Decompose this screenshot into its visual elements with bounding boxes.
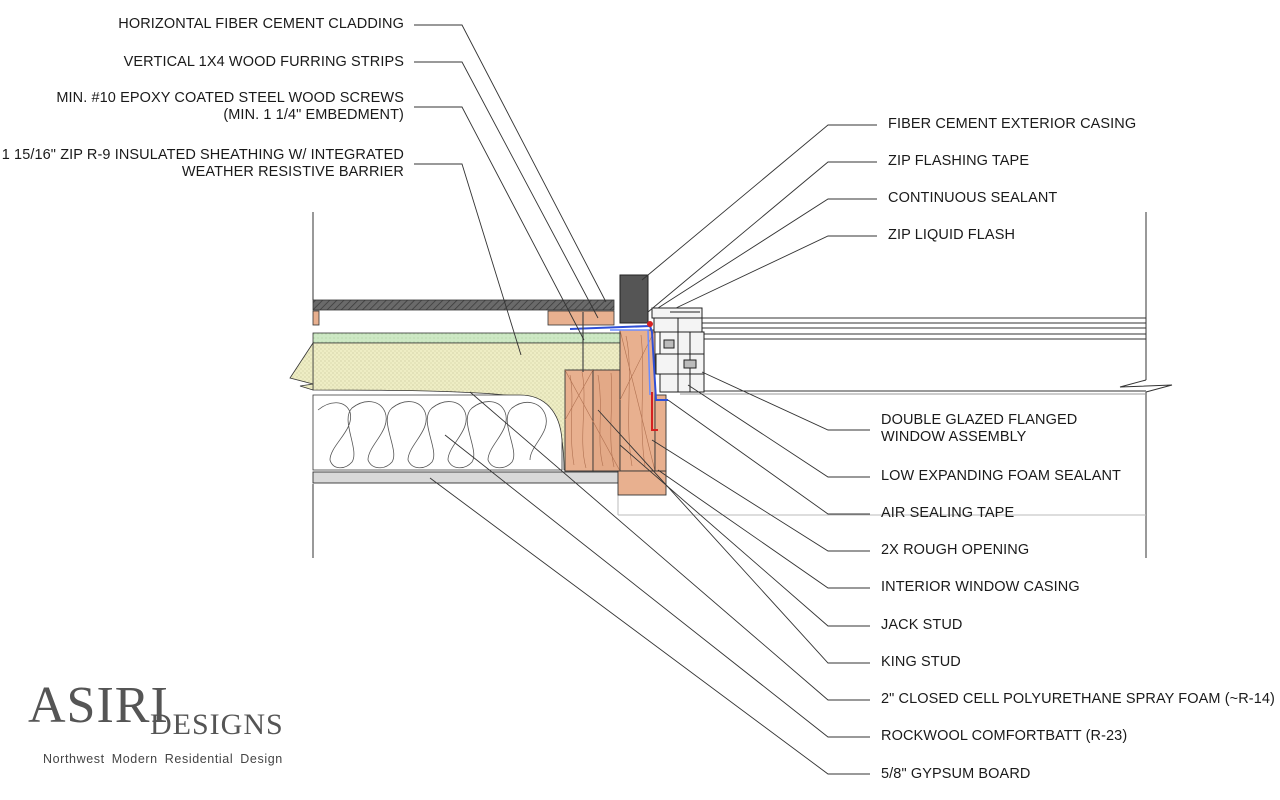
label-2x-rough-opening: 2X ROUGH OPENING bbox=[881, 542, 1029, 559]
label-text: CONTINUOUS SEALANT bbox=[888, 190, 1058, 206]
label-double-glazed-window: DOUBLE GLAZED FLANGED WINDOW ASSEMBLY bbox=[881, 412, 1077, 446]
label-text: ROCKWOOL COMFORTBATT (R-23) bbox=[881, 728, 1128, 744]
label-text: LOW EXPANDING FOAM SEALANT bbox=[881, 468, 1122, 484]
furring-strip-right bbox=[547, 310, 615, 326]
fiber-cement-exterior-casing bbox=[619, 274, 649, 324]
wood-grain bbox=[564, 329, 656, 472]
interior-window-casing bbox=[617, 470, 667, 496]
label-line-2: (MIN. 1 1/4" EMBEDMENT) bbox=[223, 107, 404, 123]
interior-casing-return bbox=[654, 394, 667, 472]
label-text: 2X ROUGH OPENING bbox=[881, 542, 1030, 558]
label-air-sealing-tape: AIR SEALING TAPE bbox=[881, 505, 1014, 522]
king-stud bbox=[564, 369, 594, 472]
label-line-2: WEATHER RESISTIVE BARRIER bbox=[181, 164, 404, 180]
label-closed-cell-spray-foam: 2" CLOSED CELL POLYURETHANE SPRAY FOAM (… bbox=[881, 691, 1275, 708]
label-fiber-cement-exterior-casing: FIBER CEMENT EXTERIOR CASING bbox=[888, 116, 1136, 133]
wall-boundary-lines bbox=[312, 212, 1173, 558]
fiber-cement-cladding bbox=[312, 299, 615, 311]
rockwool-squiggle bbox=[317, 401, 547, 469]
label-line-2: WINDOW ASSEMBLY bbox=[881, 429, 1027, 445]
leader-lines-left bbox=[414, 24, 607, 356]
label-text: VERTICAL 1X4 WOOD FURRING STRIPS bbox=[123, 54, 404, 70]
label-rockwool-comfortbatt: ROCKWOOL COMFORTBATT (R-23) bbox=[881, 728, 1127, 745]
label-jack-stud: JACK STUD bbox=[881, 617, 962, 634]
wall-break-left bbox=[289, 341, 314, 391]
logo-asiri: ASIRI bbox=[28, 677, 169, 734]
continuous-sealant bbox=[647, 321, 653, 327]
label-vertical-furring-strips: VERTICAL 1X4 WOOD FURRING STRIPS bbox=[124, 54, 404, 71]
label-text: JACK STUD bbox=[881, 617, 963, 633]
label-text: ZIP LIQUID FLASH bbox=[888, 227, 1016, 243]
label-text: INTERIOR WINDOW CASING bbox=[881, 579, 1080, 595]
logo-tagline: Northwest Modern Residential Design bbox=[43, 752, 283, 766]
furring-strip-left bbox=[312, 310, 320, 326]
label-zip-insulated-sheathing: 1 15/16" ZIP R-9 INSULATED SHEATHING W/ … bbox=[2, 147, 404, 181]
label-text: 5/8" GYPSUM BOARD bbox=[881, 766, 1031, 782]
label-line-1: DOUBLE GLAZED FLANGED bbox=[881, 412, 1078, 428]
window-frame-profile bbox=[651, 307, 705, 393]
zip-flashing-tape bbox=[569, 324, 668, 401]
label-continuous-sealant: CONTINUOUS SEALANT bbox=[888, 190, 1057, 207]
glazing-lines bbox=[680, 317, 1146, 395]
air-sealing-tape bbox=[651, 392, 658, 431]
label-zip-flashing-tape: ZIP FLASHING TAPE bbox=[888, 153, 1029, 170]
label-text: FIBER CEMENT EXTERIOR CASING bbox=[888, 116, 1137, 132]
leader-lines-right bbox=[429, 124, 877, 775]
label-low-expanding-foam-sealant: LOW EXPANDING FOAM SEALANT bbox=[881, 468, 1121, 485]
label-line-1: 1 15/16" ZIP R-9 INSULATED SHEATHING W/ … bbox=[1, 147, 404, 163]
jack-stud bbox=[592, 369, 621, 472]
logo-designs: DESIGNS bbox=[150, 708, 284, 741]
label-gypsum-board: 5/8" GYPSUM BOARD bbox=[881, 766, 1030, 783]
gypsum-board bbox=[312, 471, 619, 484]
label-epoxy-coated-screws: MIN. #10 EPOXY COATED STEEL WOOD SCREWS … bbox=[56, 90, 404, 124]
label-text: AIR SEALING TAPE bbox=[881, 505, 1015, 521]
label-text: 2" CLOSED CELL POLYURETHANE SPRAY FOAM (… bbox=[881, 691, 1275, 707]
label-horizontal-fiber-cement-cladding: HORIZONTAL FIBER CEMENT CLADDING bbox=[118, 16, 404, 33]
rockwool-batt bbox=[312, 394, 563, 471]
label-interior-window-casing: INTERIOR WINDOW CASING bbox=[881, 579, 1080, 596]
zip-liquid-flash bbox=[610, 329, 651, 396]
label-text: ZIP FLASHING TAPE bbox=[888, 153, 1030, 169]
label-text: KING STUD bbox=[881, 654, 961, 670]
zip-sheathing-panel bbox=[312, 332, 621, 344]
label-king-stud: KING STUD bbox=[881, 654, 961, 671]
label-zip-liquid-flash: ZIP LIQUID FLASH bbox=[888, 227, 1015, 244]
label-text: HORIZONTAL FIBER CEMENT CLADDING bbox=[118, 16, 404, 32]
label-line-1: MIN. #10 EPOXY COATED STEEL WOOD SCREWS bbox=[56, 90, 404, 106]
